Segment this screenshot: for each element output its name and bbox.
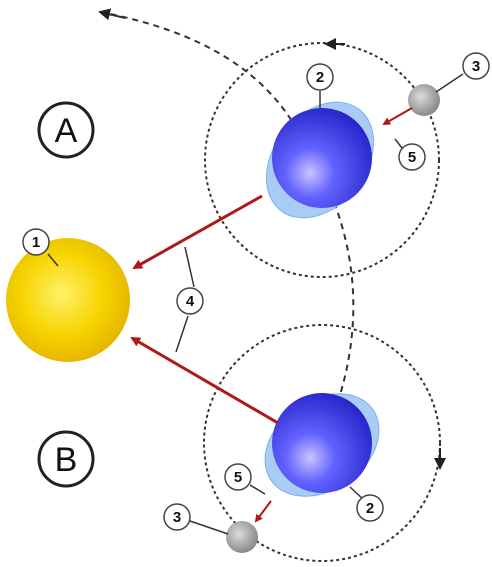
svg-text:A: A [55, 112, 78, 150]
svg-text:4: 4 [186, 293, 195, 310]
callout-2-top: 2 [306, 63, 334, 91]
leader-5-bottom [249, 484, 266, 495]
moon-force-arrow-a [382, 107, 413, 125]
sun-force-arrow-a [132, 194, 263, 270]
sun [6, 238, 130, 362]
moon-force-arrow-b [254, 500, 272, 523]
callout-2-bottom: 2 [356, 494, 384, 522]
leader-3-top [435, 73, 464, 93]
callout-1: 1 [22, 228, 50, 256]
callout-5-bottom: 5 [224, 463, 252, 491]
svg-text:2: 2 [316, 69, 324, 86]
svg-text:3: 3 [472, 58, 480, 75]
callout-3-bottom: 3 [163, 503, 191, 531]
leader-1 [47, 253, 59, 267]
svg-text:1: 1 [32, 234, 40, 251]
earth-orbit-arrow [98, 8, 126, 21]
moon-orbit-b [203, 324, 441, 562]
earth-a [272, 108, 372, 208]
svg-text:3: 3 [173, 509, 181, 526]
position-label-a: A [37, 101, 95, 159]
callout-5-top: 5 [398, 143, 426, 171]
svg-text:5: 5 [408, 149, 416, 166]
svg-text:B: B [55, 441, 78, 479]
leader-4-upper [184, 246, 195, 288]
moon-a [408, 84, 440, 116]
leader-5-top [394, 138, 403, 149]
leader-3-bottom [189, 520, 229, 535]
position-label-b: B [37, 430, 95, 488]
sun-force-arrow-b [130, 336, 279, 425]
moon-orbit-a [204, 42, 440, 278]
leader-4-lower [175, 315, 189, 353]
earth-b [272, 393, 372, 493]
callout-4: 4 [176, 287, 204, 315]
svg-text:5: 5 [234, 469, 242, 486]
svg-text:2: 2 [366, 500, 374, 517]
moon-b [226, 521, 258, 553]
callout-3-top: 3 [462, 52, 490, 80]
